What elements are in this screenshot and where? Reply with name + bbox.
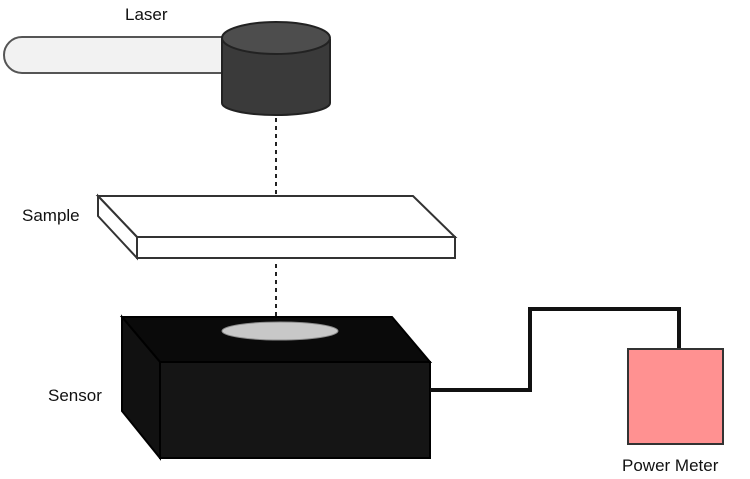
laser-arm [3,36,223,74]
sample-slide-icon [95,193,458,261]
sensor-aperture [221,321,339,341]
sensor-block-icon [119,314,433,461]
sample-top [95,195,458,238]
laser-body [221,39,331,116]
sample-label: Sample [22,206,80,225]
laser-top [221,21,331,55]
sample-front [136,236,456,259]
sensor-label: Sensor [48,386,102,405]
power-meter-icon [627,348,724,445]
sensor-cable [430,307,681,392]
laser-icon [3,21,331,116]
sensor-front [159,361,431,459]
power-meter-label: Power Meter [622,456,719,475]
laser-label: Laser [125,5,168,24]
